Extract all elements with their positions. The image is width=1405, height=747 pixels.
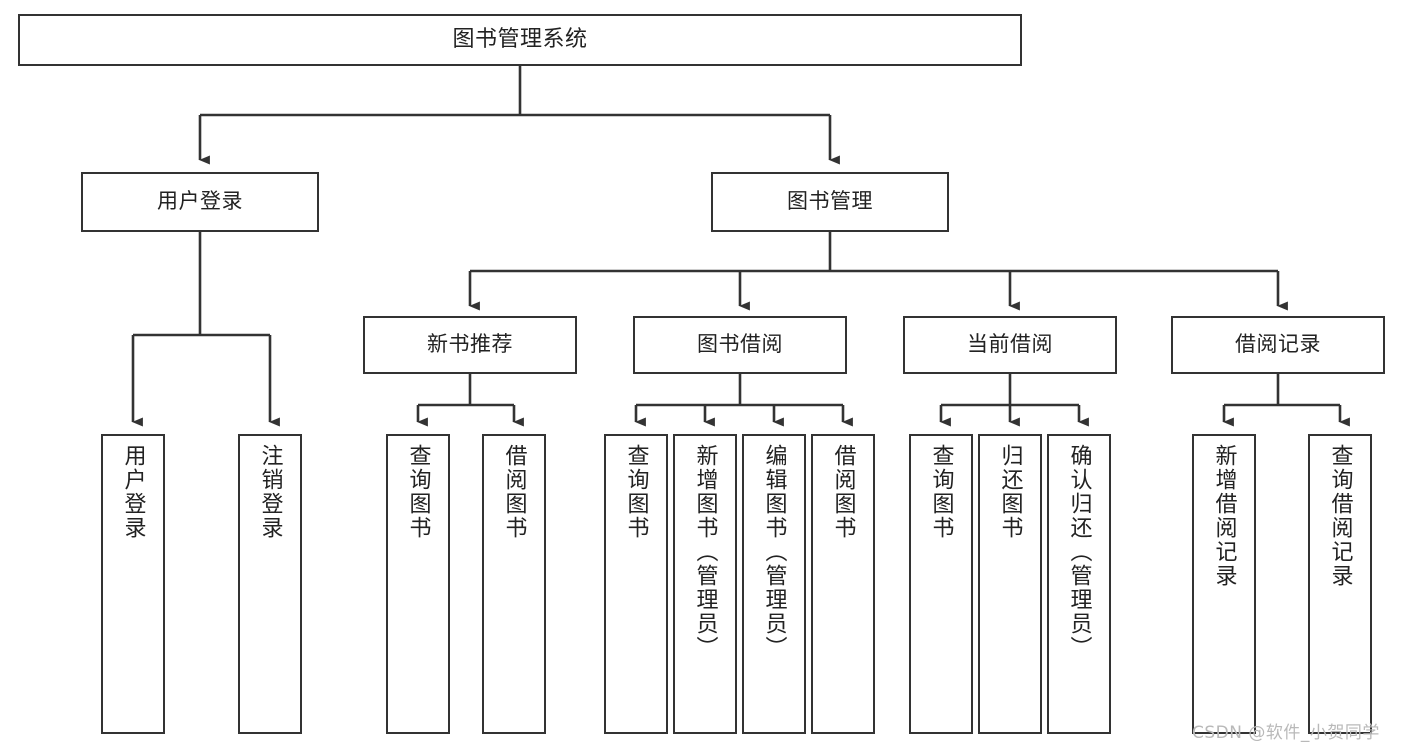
node-book-borrow[interactable]: 图书借阅	[633, 316, 847, 374]
leaf-query-book-current[interactable]: 查询图书	[909, 434, 973, 734]
node-user-login[interactable]: 用户登录	[81, 172, 319, 232]
leaf-add-borrow-record[interactable]: 新增借阅记录	[1192, 434, 1256, 734]
node-label: 新增图书（管理员）	[692, 444, 718, 660]
node-label: 用户登录	[120, 444, 146, 540]
leaf-query-borrow-record[interactable]: 查询借阅记录	[1308, 434, 1372, 734]
node-label: 新增借阅记录	[1211, 444, 1237, 588]
node-label: 注销登录	[257, 444, 283, 540]
leaf-user-login[interactable]: 用户登录	[101, 434, 165, 734]
node-label: 图书管理系统	[452, 26, 588, 52]
node-label: 确认归还（管理员）	[1066, 444, 1092, 660]
node-book-management[interactable]: 图书管理	[711, 172, 949, 232]
node-borrow-record[interactable]: 借阅记录	[1171, 316, 1385, 374]
node-current-borrow[interactable]: 当前借阅	[903, 316, 1117, 374]
csdn-watermark: CSDN @软件_小贺同学	[1192, 723, 1380, 743]
node-root-book-management-system[interactable]: 图书管理系统	[18, 14, 1022, 66]
leaf-add-book[interactable]: 新增图书（管理员）	[673, 434, 737, 734]
leaf-borrow-book[interactable]: 借阅图书	[811, 434, 875, 734]
leaf-query-book-recommend[interactable]: 查询图书	[386, 434, 450, 734]
leaf-logout[interactable]: 注销登录	[238, 434, 302, 734]
node-label: 借阅记录	[1235, 332, 1321, 357]
leaf-edit-book[interactable]: 编辑图书（管理员）	[742, 434, 806, 734]
node-label: 新书推荐	[427, 332, 513, 357]
node-label: 图书借阅	[697, 332, 783, 357]
node-label: 借阅图书	[501, 444, 527, 540]
node-label: 查询图书	[928, 444, 954, 540]
node-new-book-recommend[interactable]: 新书推荐	[363, 316, 577, 374]
leaf-borrow-book-recommend[interactable]: 借阅图书	[482, 434, 546, 734]
leaf-return-book[interactable]: 归还图书	[978, 434, 1042, 734]
node-label: 借阅图书	[830, 444, 856, 540]
node-label: 当前借阅	[967, 332, 1053, 357]
node-label: 用户登录	[157, 189, 243, 214]
leaf-query-book-borrow[interactable]: 查询图书	[604, 434, 668, 734]
node-label: 图书管理	[787, 189, 873, 214]
node-label: 查询借阅记录	[1327, 444, 1353, 588]
node-label: 查询图书	[623, 444, 649, 540]
node-label: 查询图书	[405, 444, 431, 540]
node-label: 编辑图书（管理员）	[761, 444, 787, 660]
leaf-confirm-return[interactable]: 确认归还（管理员）	[1047, 434, 1111, 734]
node-label: 归还图书	[997, 444, 1023, 540]
